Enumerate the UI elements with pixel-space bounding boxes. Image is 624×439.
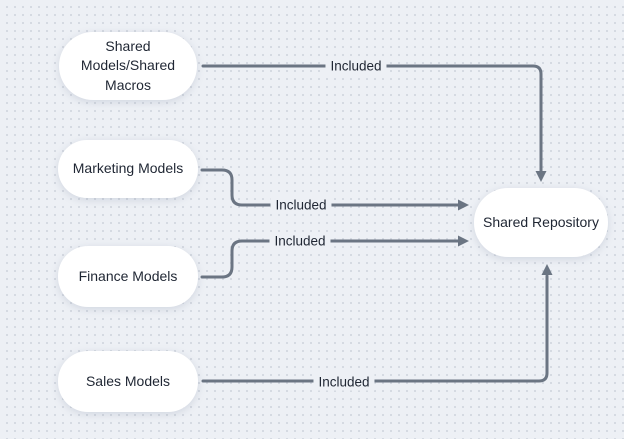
node-label: Marketing Models — [72, 160, 184, 177]
arrowhead-right-icon — [458, 199, 469, 211]
node-finance-models: Finance Models — [58, 246, 198, 307]
node-shared-models-macros: Shared Models/Shared Macros — [59, 32, 197, 100]
node-label: Shared Models/Shared Macros — [80, 37, 176, 93]
arrowhead-right-icon — [458, 235, 469, 247]
edge-label: Included — [313, 373, 375, 391]
node-label: Shared Repository — [483, 213, 599, 230]
arrowhead-down-icon — [535, 171, 547, 182]
arrowhead-up-icon — [541, 264, 553, 275]
node-shared-repository: Shared Repository — [474, 188, 608, 257]
node-label: Finance Models — [78, 267, 178, 284]
node-marketing-models: Marketing Models — [58, 140, 198, 198]
edge-label: Included — [269, 232, 331, 250]
edge-label: Included — [270, 196, 332, 214]
edge-finance-to-repository — [200, 239, 460, 279]
edge-marketing-to-repository — [200, 168, 460, 207]
edge-label: Included — [325, 57, 387, 75]
edge-shared-models-to-repository — [201, 64, 543, 173]
node-sales-models: Sales Models — [58, 351, 198, 412]
node-label: Sales Models — [85, 372, 171, 389]
edge-sales-to-repository — [201, 274, 549, 383]
